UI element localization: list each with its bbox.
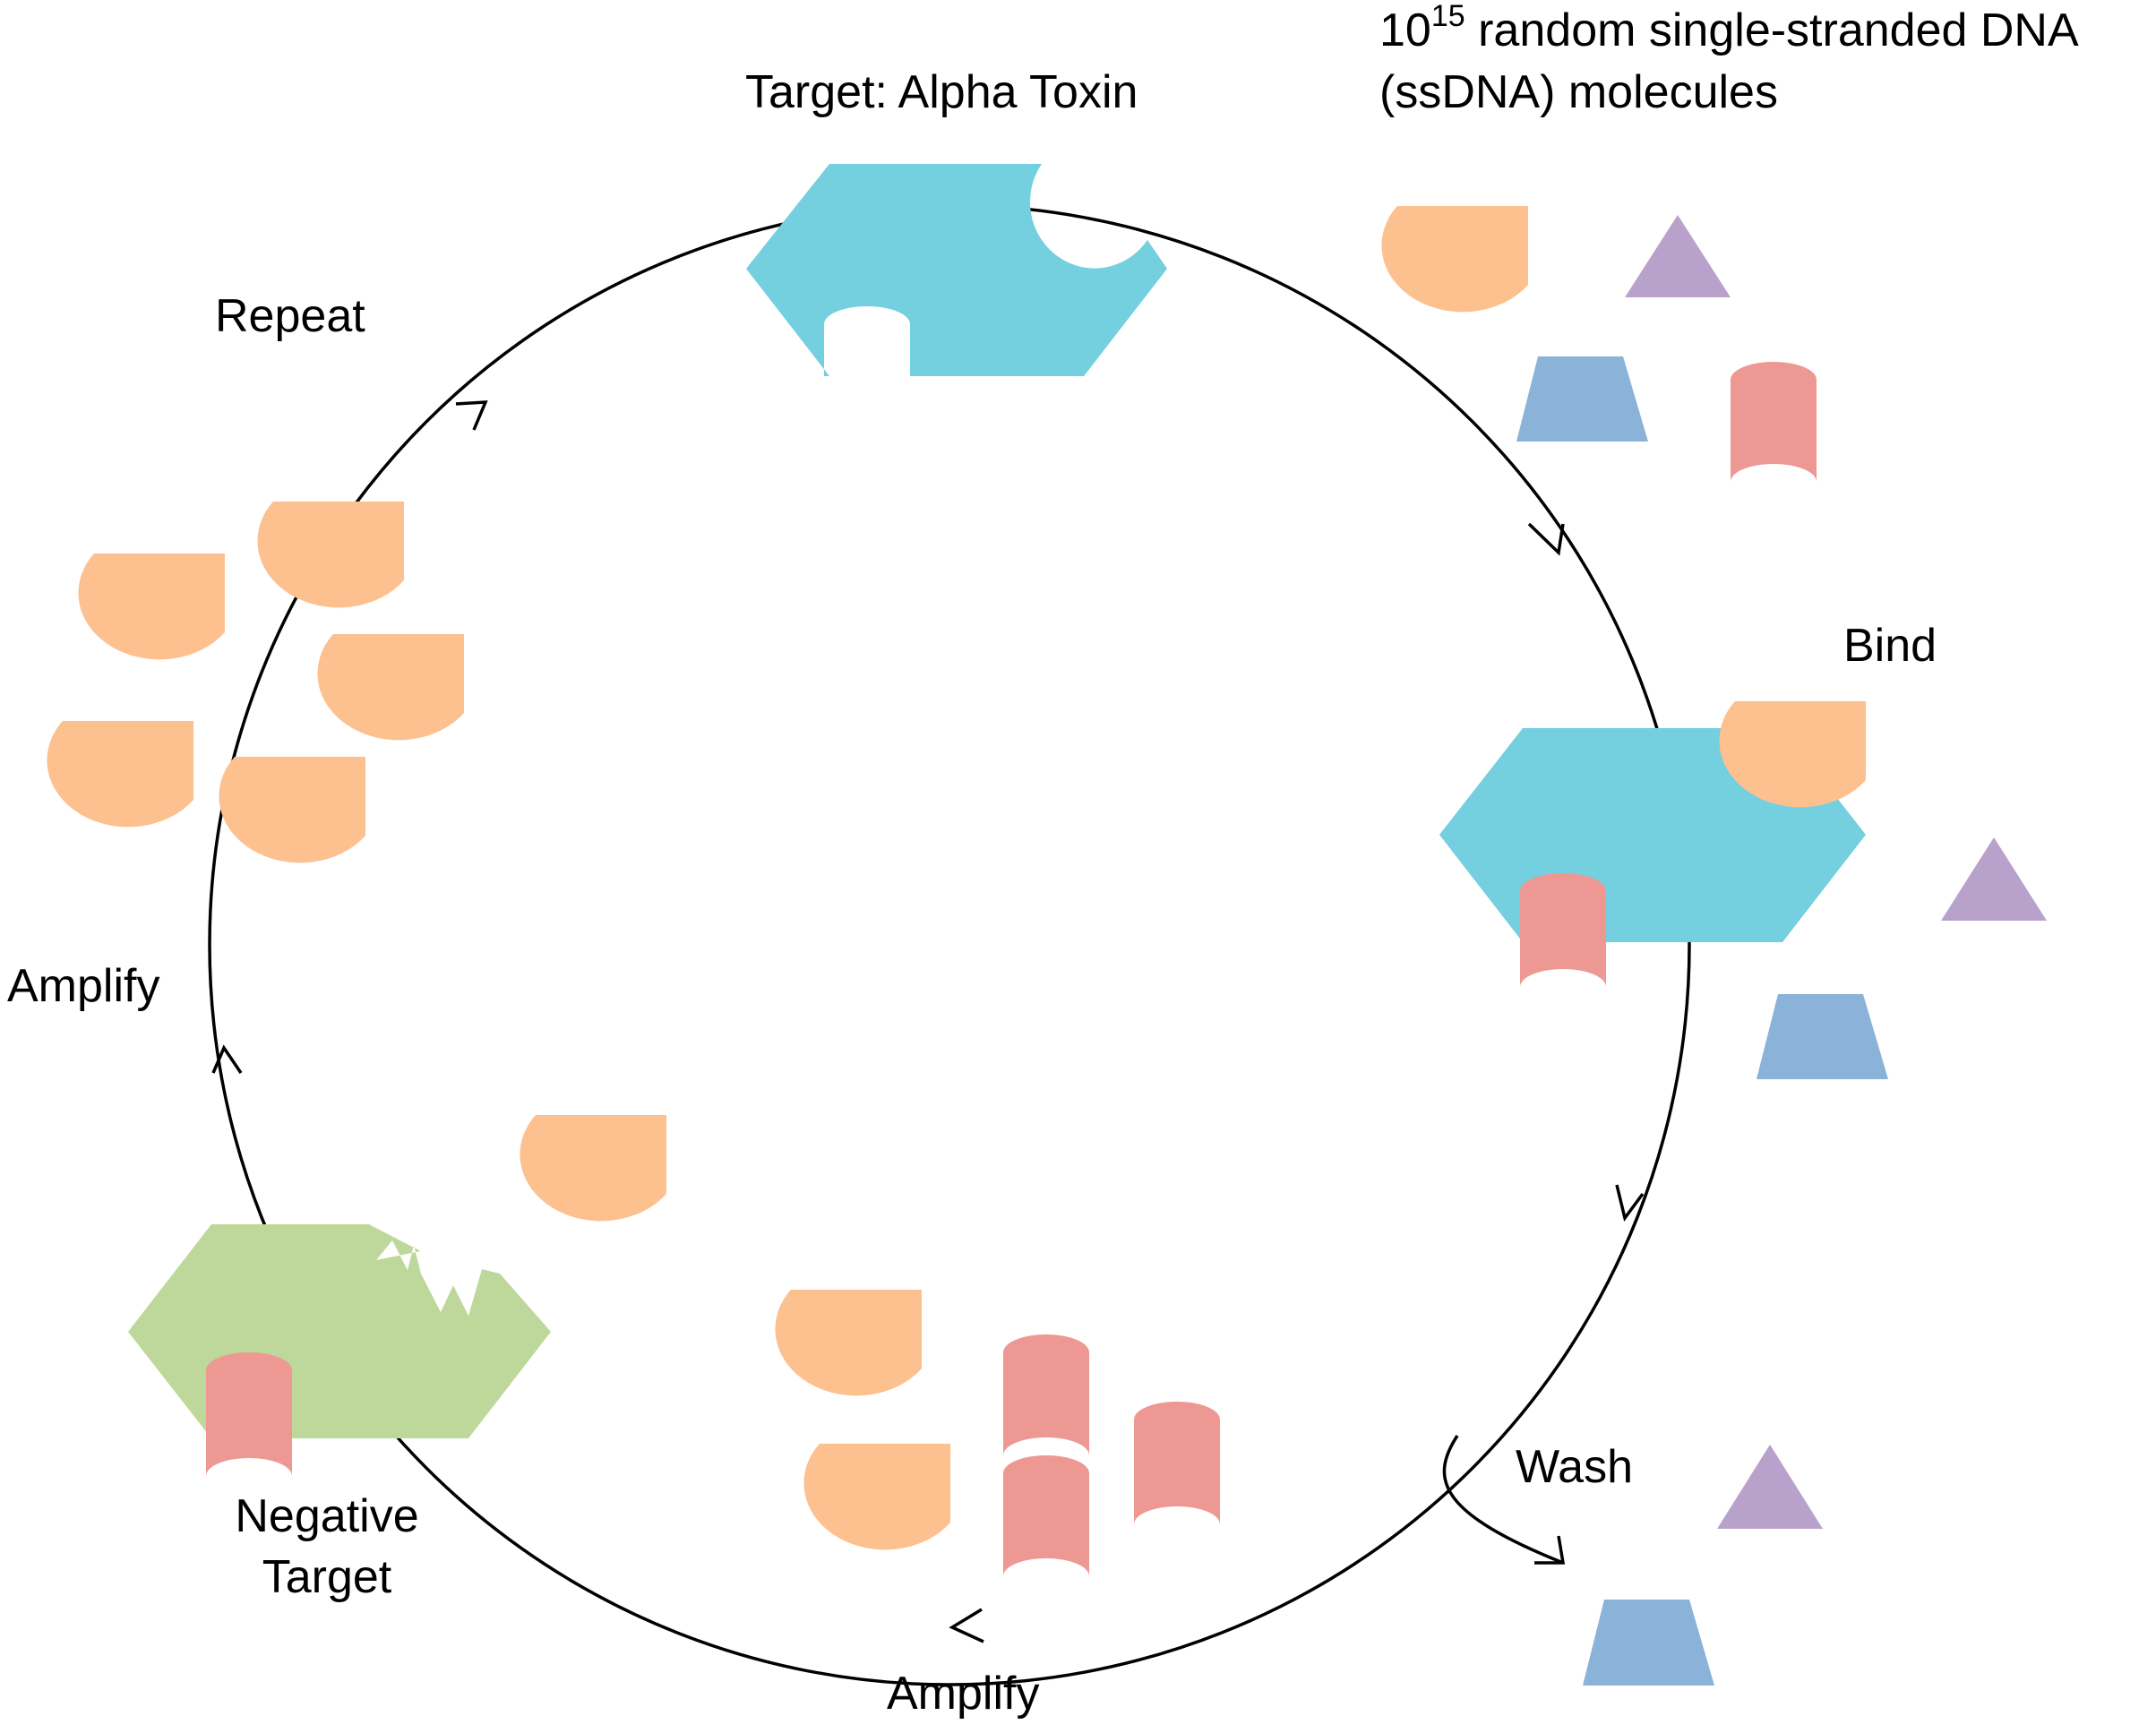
ssdna-pool bbox=[1381, 206, 1817, 482]
cylinder-shape-icon bbox=[1003, 1455, 1089, 1576]
wash-arrowhead bbox=[1534, 1535, 1566, 1565]
unbound-triangle-icon bbox=[1941, 837, 2047, 921]
cycle-arrow-right-upper bbox=[1527, 522, 1565, 556]
cycle-arrow-bottom bbox=[949, 1608, 984, 1643]
droplet-shape-icon bbox=[775, 1290, 922, 1396]
cycle-arrow-top-left bbox=[455, 400, 488, 431]
repeat-label: Repeat bbox=[215, 290, 365, 342]
bind-complex bbox=[1439, 701, 2047, 1079]
cylinder-shape-icon bbox=[1731, 362, 1817, 482]
droplet-shape-icon bbox=[1381, 206, 1528, 313]
cycle-arrow-right-lower bbox=[1615, 1184, 1645, 1223]
pool-count-base: 10 bbox=[1379, 4, 1431, 56]
washed-triangle-icon bbox=[1717, 1445, 1823, 1529]
negative-target bbox=[128, 1115, 666, 1476]
cylinder-shape-icon bbox=[1134, 1402, 1220, 1524]
target-label: Target: Alpha Toxin bbox=[745, 66, 1138, 118]
droplet-shape-icon bbox=[78, 553, 226, 660]
unbound-trapezoid-icon bbox=[1757, 994, 1888, 1079]
trapezoid-shape-icon bbox=[1516, 356, 1648, 442]
negative-target-hexagon bbox=[128, 1224, 551, 1438]
amplified-products-bottom bbox=[775, 1290, 1220, 1576]
droplet-shape-icon bbox=[803, 1444, 950, 1550]
cylinder-shape-icon bbox=[206, 1352, 292, 1476]
cycle-arrow-left bbox=[211, 1044, 243, 1074]
bind-label: Bind bbox=[1843, 620, 1937, 672]
washed-trapezoid-icon bbox=[1583, 1600, 1714, 1686]
droplet-shape-icon bbox=[47, 721, 194, 828]
triangle-shape-icon bbox=[1625, 215, 1731, 297]
washed-away-molecules bbox=[1583, 1445, 1823, 1686]
amplified-products-left bbox=[47, 502, 464, 863]
pool-count-exponent: 15 bbox=[1430, 0, 1465, 33]
droplet-shape-icon bbox=[219, 757, 365, 863]
droplet-shape-icon bbox=[257, 502, 404, 608]
amplify-left-label: Amplify bbox=[7, 960, 160, 1012]
negative-target-label-line2: Target bbox=[262, 1551, 392, 1603]
jagged-notch bbox=[369, 1224, 500, 1316]
droplet-shape-icon bbox=[317, 634, 464, 741]
pool-description: random single-stranded DNA bbox=[1465, 4, 2079, 56]
negative-target-label-line1: Negative bbox=[235, 1490, 419, 1542]
target-alpha-toxin bbox=[746, 164, 1167, 376]
unbound-droplet-icon bbox=[520, 1115, 666, 1222]
amplify-bottom-label: Amplify bbox=[887, 1668, 1040, 1720]
bound-cylinder-icon bbox=[1520, 873, 1606, 987]
cylinder-shape-icon bbox=[1003, 1334, 1089, 1455]
wash-arrow bbox=[1442, 1435, 1564, 1565]
wash-label: Wash bbox=[1516, 1441, 1633, 1493]
ssdna-pool-label-line2: (ssDNA) molecules bbox=[1379, 66, 1778, 118]
ssdna-pool-label-line1: 1015 random single-stranded DNA bbox=[1379, 0, 2079, 58]
